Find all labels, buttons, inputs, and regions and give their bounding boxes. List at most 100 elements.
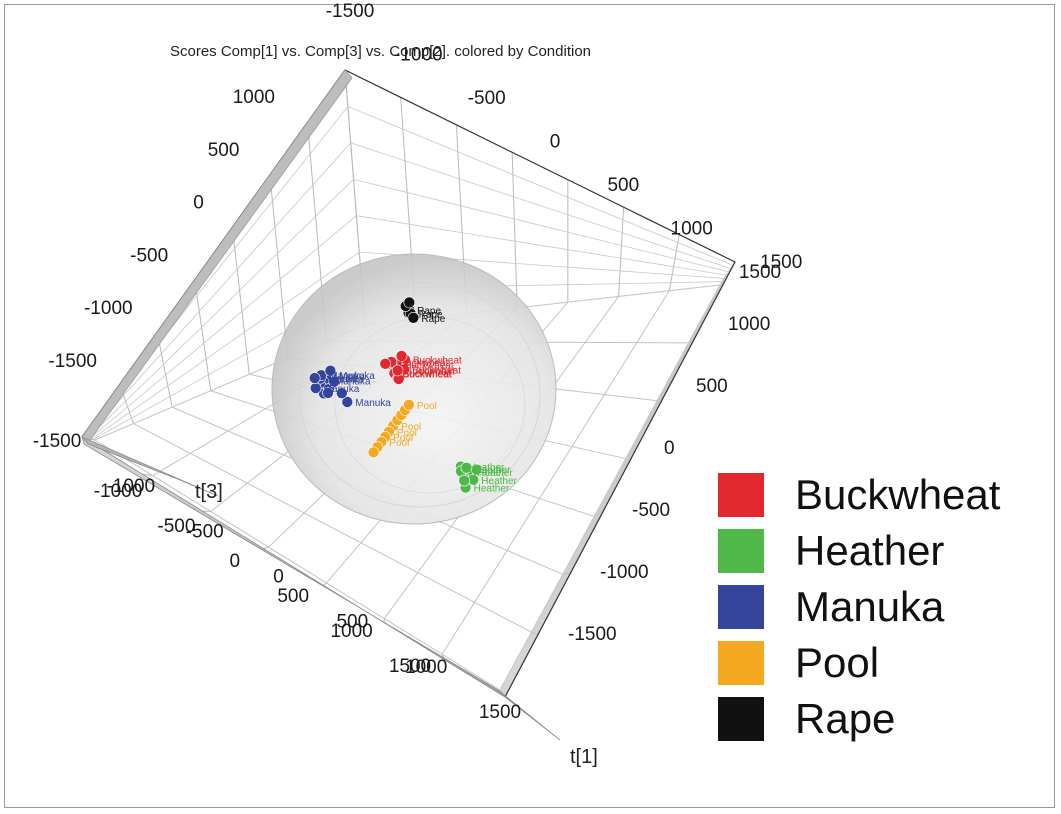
right-tick: 1500 bbox=[760, 252, 802, 273]
legend-label: Buckwheat bbox=[795, 471, 1001, 518]
data-point-label: Heather bbox=[481, 476, 517, 487]
data-point-pool bbox=[367, 446, 380, 459]
right-tick: 500 bbox=[696, 376, 728, 397]
left-tick: 500 bbox=[208, 140, 240, 161]
grid-line bbox=[142, 473, 153, 477]
legend-swatch bbox=[718, 529, 764, 573]
data-point-label: Pool bbox=[389, 438, 409, 449]
data-point-buckwheat bbox=[379, 357, 392, 370]
grid-line bbox=[231, 227, 250, 375]
grid-line bbox=[156, 332, 173, 408]
left-tick: -1500 bbox=[48, 351, 97, 372]
grid-line bbox=[94, 284, 721, 691]
data-point-manuka bbox=[308, 372, 321, 384]
legend-swatch bbox=[718, 473, 764, 517]
legend-label: Pool bbox=[795, 639, 880, 686]
tick-labels: -1500-1000-50005001000150010005000-500-1… bbox=[33, 1, 803, 768]
data-point-buckwheat bbox=[391, 364, 404, 377]
data-point-manuka bbox=[309, 382, 322, 394]
data-point-manuka bbox=[322, 387, 334, 399]
z-axis-label: t[3] bbox=[195, 481, 223, 503]
back-top-tick: -1000 bbox=[394, 45, 443, 66]
grid-line bbox=[83, 105, 734, 697]
data-point-label: Manuka bbox=[324, 384, 360, 395]
data-point-label: Pool bbox=[417, 401, 437, 412]
legend-label: Manuka bbox=[795, 583, 945, 630]
data-point-label: Manuka bbox=[355, 398, 391, 409]
grid-line bbox=[263, 546, 269, 549]
data-point-label: Pool bbox=[397, 428, 417, 439]
right-tick: -1000 bbox=[600, 562, 649, 583]
grid-line bbox=[441, 290, 670, 655]
legend-swatch bbox=[718, 641, 764, 685]
axes bbox=[81, 69, 736, 741]
grid-line bbox=[618, 207, 625, 297]
grid-line bbox=[194, 279, 212, 391]
data-point-label: Buckwheat bbox=[405, 361, 454, 372]
left-tick: 1000 bbox=[233, 87, 275, 108]
data-point-rape bbox=[403, 296, 416, 309]
data-point-label: Heather bbox=[469, 463, 505, 474]
data-point-label: Heather bbox=[469, 467, 505, 478]
z-tick: -500 bbox=[186, 521, 224, 542]
data-point-buckwheat bbox=[395, 350, 408, 362]
grid-line bbox=[91, 251, 725, 693]
back-top-tick: 1500 bbox=[739, 262, 781, 283]
data-point-label: Manuka bbox=[339, 371, 375, 382]
x-tick: 0 bbox=[230, 551, 241, 572]
z-tick: -1000 bbox=[106, 476, 155, 497]
data-point-label: Buckwheat bbox=[402, 369, 451, 380]
data-point-manuka bbox=[328, 375, 341, 388]
data-point-label: Manuka bbox=[329, 371, 365, 382]
left-axis-bar bbox=[81, 69, 353, 441]
data-point-heather bbox=[460, 461, 473, 474]
figure-border bbox=[4, 4, 1055, 808]
data-point-label: Heather bbox=[477, 468, 513, 479]
left-tick: -500 bbox=[130, 245, 168, 266]
data-point-label: Rape bbox=[421, 314, 445, 325]
x-tick: -500 bbox=[157, 516, 195, 537]
left-tick: 0 bbox=[193, 193, 204, 214]
data-point-label: Rape bbox=[417, 306, 441, 317]
z-tick: -1500 bbox=[33, 431, 82, 452]
grid-line bbox=[94, 439, 501, 691]
ellipsoid-band bbox=[334, 316, 526, 494]
data-point-label: Manuka bbox=[323, 374, 359, 385]
data-point-label: Manuka bbox=[335, 377, 371, 388]
grid-line bbox=[269, 174, 289, 358]
data-point-label: Pool bbox=[393, 433, 413, 444]
legend-label: Heather bbox=[795, 527, 945, 574]
legend-swatch bbox=[718, 697, 764, 741]
points: BuckwheatBuckwheatBuckwheatBuckwheatBuck… bbox=[308, 296, 518, 495]
left-tick: -1000 bbox=[84, 298, 133, 319]
data-point-manuka bbox=[335, 387, 348, 400]
data-point-label: Buckwheat bbox=[406, 366, 455, 377]
z-tick: 1500 bbox=[479, 702, 521, 723]
legend-swatch bbox=[718, 585, 764, 629]
x-tick: 1500 bbox=[389, 656, 431, 677]
grid-line bbox=[87, 178, 730, 695]
data-point-label: Heather bbox=[475, 465, 511, 476]
data-point-manuka bbox=[324, 364, 337, 377]
ellipsoid-shape bbox=[271, 253, 557, 525]
back-top-tick: 0 bbox=[550, 132, 561, 153]
data-point-label: Buckwheat bbox=[413, 356, 462, 367]
data-point-manuka bbox=[341, 396, 354, 408]
data-point-heather bbox=[458, 474, 471, 487]
grid-line bbox=[668, 234, 680, 291]
confidence-ellipsoid bbox=[271, 253, 557, 525]
back-top-tick: 500 bbox=[607, 175, 639, 196]
grid-line bbox=[511, 152, 518, 308]
data-point-label: Heather bbox=[474, 484, 510, 495]
data-point-label: Pool bbox=[401, 422, 421, 433]
data-point-pool bbox=[403, 398, 415, 411]
data-point-label: Manuka bbox=[328, 375, 364, 386]
x-axis-arrow bbox=[81, 436, 561, 741]
x-axis-label: t[1] bbox=[570, 746, 598, 768]
right-tick: -500 bbox=[632, 500, 670, 521]
grid-line bbox=[133, 423, 532, 633]
right-tick: -1500 bbox=[568, 624, 617, 645]
back-top-tick: 1000 bbox=[671, 219, 713, 240]
